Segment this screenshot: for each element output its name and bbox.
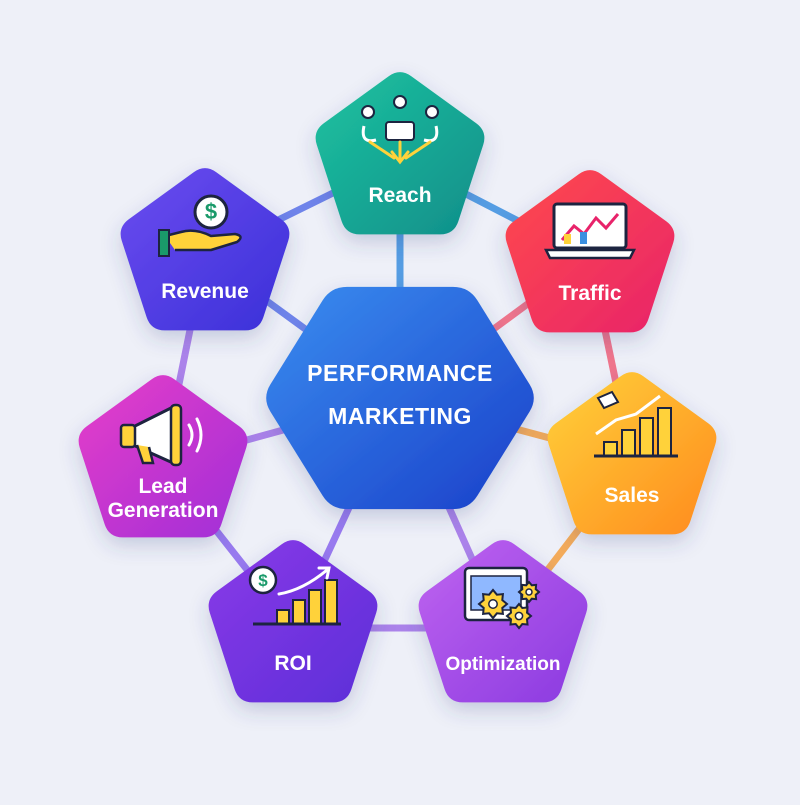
- laptop-chart-icon: [543, 202, 637, 260]
- node-traffic: Traffic: [505, 170, 675, 333]
- gears-dashboard-icon: [463, 566, 541, 630]
- node-roi: $ ROI: [208, 540, 378, 703]
- node-reach-label: Reach: [368, 184, 431, 207]
- node-roi-label: ROI: [274, 652, 311, 675]
- center-title-line-1: PERFORMANCE: [307, 360, 493, 386]
- megaphone-icon: [119, 403, 203, 467]
- center-title-line-2: MARKETING: [328, 403, 472, 429]
- node-lead-generation-label-line-1: Lead: [138, 475, 187, 498]
- node-revenue-label: Revenue: [161, 280, 249, 303]
- node-optimization-label: Optimization: [445, 654, 560, 675]
- roi-growth-icon: $: [248, 565, 341, 626]
- node-sales: Sales: [547, 372, 717, 535]
- audience-funnel-icon: [361, 95, 439, 165]
- center-hexagon: PERFORMANCE MARKETING: [266, 286, 534, 510]
- node-sales-label: Sales: [605, 484, 660, 507]
- hand-dollar-icon: $: [158, 194, 242, 257]
- svg-text:$: $: [258, 571, 268, 590]
- node-optimization: Optimization: [418, 540, 588, 703]
- node-lead-generation-label-line-2: Generation: [108, 499, 219, 522]
- bar-growth-icon: [594, 390, 678, 458]
- svg-text:$: $: [205, 199, 217, 224]
- node-revenue: $ Revenue: [120, 168, 290, 331]
- node-reach: Reach: [315, 72, 485, 235]
- node-traffic-label: Traffic: [558, 282, 621, 305]
- center-hexagon-shape: [266, 286, 534, 510]
